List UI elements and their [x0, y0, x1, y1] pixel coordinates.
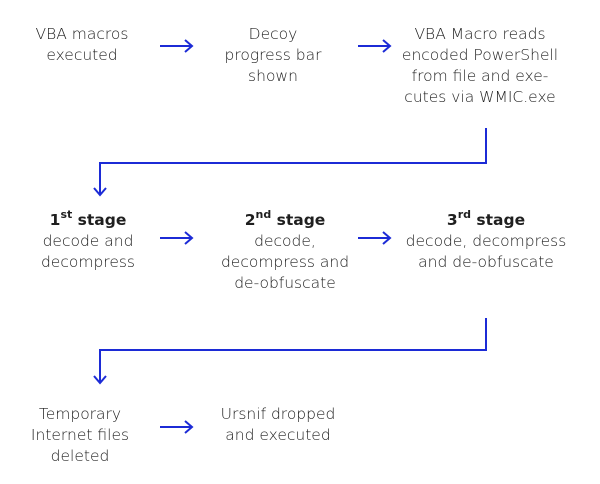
node-ursnif-dropped: Ursnif dropped and executed — [168, 404, 388, 446]
stage-title: 2nd stage — [175, 207, 395, 231]
arrow-row1-to-row2 — [93, 128, 487, 197]
arrow-stage1-to-stage2 — [160, 231, 194, 245]
stage-number: 3 — [446, 211, 458, 229]
node-text-line: decode, — [254, 232, 316, 250]
node-text-line: Decoy — [248, 25, 298, 43]
node-text-line: progress bar — [224, 46, 322, 64]
arrow-row2-to-row3 — [93, 318, 487, 385]
arrow-decoy-to-reads — [358, 39, 392, 53]
node-text-line: Temporary — [38, 405, 122, 423]
node-text-line: shown — [248, 67, 298, 85]
node-text-line: cutes via WMIC.exe — [404, 88, 556, 106]
node-text-line: VBA Macro reads — [414, 25, 546, 43]
node-text-line: decode and — [42, 232, 134, 250]
stage-ordinal: rd — [457, 207, 471, 221]
node-text-line: encoded PowerShell — [401, 46, 559, 64]
node-vba-macros-executed: VBA macros executed — [0, 24, 192, 66]
node-text-line: decode, decompress — [405, 232, 567, 250]
arrow-macros-to-decoy — [160, 39, 194, 53]
stage-number: 2 — [244, 211, 256, 229]
node-text-line: and executed — [225, 426, 331, 444]
node-text-line: executed — [46, 46, 118, 64]
node-vba-macro-reads-powershell: VBA Macro reads encoded PowerShell from fi… — [370, 24, 590, 108]
stage-ordinal: st — [60, 207, 73, 221]
node-text-line: de-obfuscate — [234, 274, 336, 292]
node-decoy-progress-bar: Decoy progress bar shown — [163, 24, 383, 87]
stage-word: stage — [72, 211, 127, 229]
arrow-stage2-to-stage3 — [358, 231, 392, 245]
stage-title: 1st stage — [0, 207, 198, 231]
node-text-line: VBA macros — [35, 25, 129, 43]
node-text-line: from file and exe- — [411, 67, 549, 85]
stage-title: 3rd stage — [376, 207, 596, 231]
node-text-line: Ursnif dropped — [220, 405, 336, 423]
node-text-line: and de-obfuscate — [418, 253, 554, 271]
node-text-line: decompress — [40, 253, 136, 271]
stage-number: 1 — [49, 211, 61, 229]
node-text-line: deleted — [50, 447, 110, 465]
stage-word: stage — [471, 211, 526, 229]
node-text-line: Internet files — [30, 426, 130, 444]
node-text-line: decompress and — [220, 253, 350, 271]
arrow-temp-to-ursnif — [160, 420, 194, 434]
stage-ordinal: nd — [255, 207, 272, 221]
stage-word: stage — [271, 211, 326, 229]
